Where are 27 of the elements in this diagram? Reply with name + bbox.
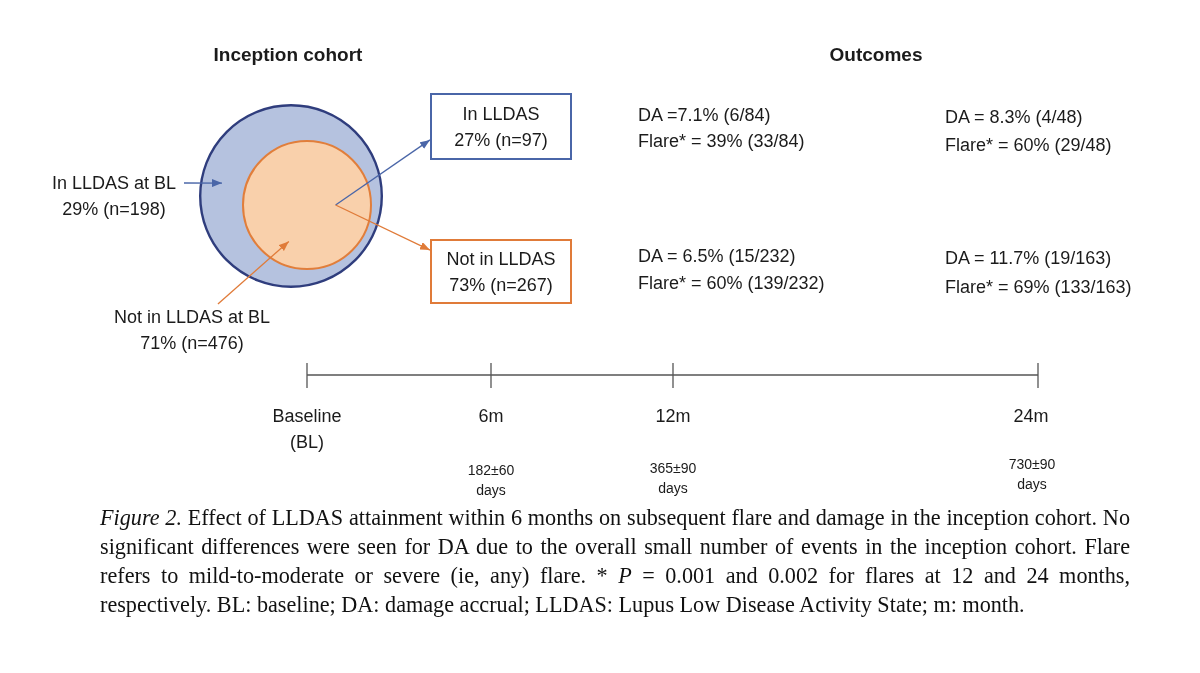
arrow (334, 139, 431, 206)
figure-caption: Figure 2. Effect of LLDAS attainment within 6 months on subsequent flare and damage in the inception cohort. No significant differences were seen for DA due to the overall small number of events in the inception cohort. Flare refers to mild-to-moderate or severe (ie, any) flare. *P = 0.001 and 0.002 for flares at 12 and 24 months, respectively. BL: baseline; DA: damage accrual; LLDAS: Lupus Low Disease Activity State; m: month. (100, 504, 1130, 619)
outcome-box: In LLDAS 27% (n=97) (430, 93, 572, 160)
outcome-box: Not in LLDAS 73% (n=267) (430, 239, 572, 304)
column-heading: Inception cohort (213, 43, 363, 67)
time-point-label: Baseline (BL) (272, 405, 342, 454)
outcome-stat: Flare* = 39% (33/84) (638, 130, 805, 153)
outcome-stat: Flare* = 60% (29/48) (945, 134, 1112, 157)
time-point-label: 24m (1013, 405, 1049, 428)
leader-arrow (217, 240, 290, 305)
outcome-stat: Flare* = 60% (139/232) (638, 272, 825, 295)
time-window-label: 182±60 days (467, 461, 515, 500)
outcome-stat: DA =7.1% (6/84) (638, 104, 771, 127)
time-point-label: 12m (655, 405, 691, 428)
outcome-stat: DA = 6.5% (15/232) (638, 245, 796, 268)
column-heading: Outcomes (829, 43, 923, 67)
subgroup-circle (242, 140, 372, 270)
outcome-stat: DA = 8.3% (4/48) (945, 106, 1083, 129)
time-point-label: 6m (478, 405, 504, 428)
time-window-label: 730±90 days (1008, 455, 1056, 494)
outcome-stat: Flare* = 69% (133/163) (945, 276, 1132, 299)
cohort-circle (199, 104, 383, 288)
group-label: Not in LLDAS at BL 71% (n=476) (102, 304, 282, 356)
outcome-stat: DA = 11.7% (19/163) (945, 247, 1112, 270)
time-window-label: 365±90 days (649, 459, 697, 498)
arrow (334, 204, 431, 251)
group-label: In LLDAS at BL 29% (n=198) (44, 170, 184, 222)
